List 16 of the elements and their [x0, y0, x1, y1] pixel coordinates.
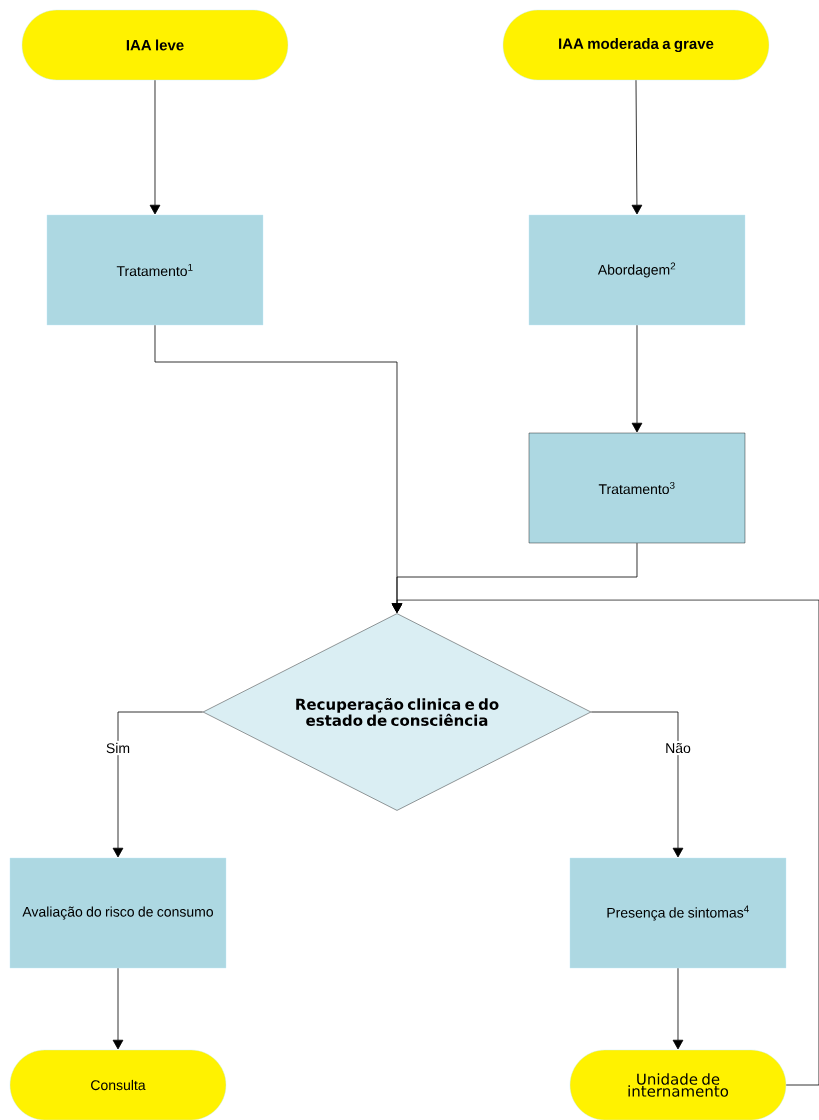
arrow — [112, 967, 124, 1050]
process-box: Abordagem$^{2}$ — [528, 214, 746, 326]
process-box: Tratamento$^{3}$ — [528, 432, 746, 544]
edge-label: Sim — [103, 740, 133, 756]
edge-label: Não — [663, 740, 693, 756]
arrow — [149, 79, 161, 215]
process-box: Presença de sintomas$^{4}$ — [569, 857, 787, 969]
process-box: Tratamento$^{1}$ — [46, 214, 264, 326]
arrow — [631, 79, 643, 215]
arrow — [590, 711, 684, 858]
terminal-oval: Consulta — [9, 1049, 227, 1120]
arrow — [672, 967, 684, 1050]
arrow — [112, 711, 204, 858]
terminal-oval: Unidade de internamento — [569, 1049, 787, 1120]
arrow — [631, 324, 643, 433]
process-box: Avaliação do risco de consumo — [9, 857, 227, 969]
